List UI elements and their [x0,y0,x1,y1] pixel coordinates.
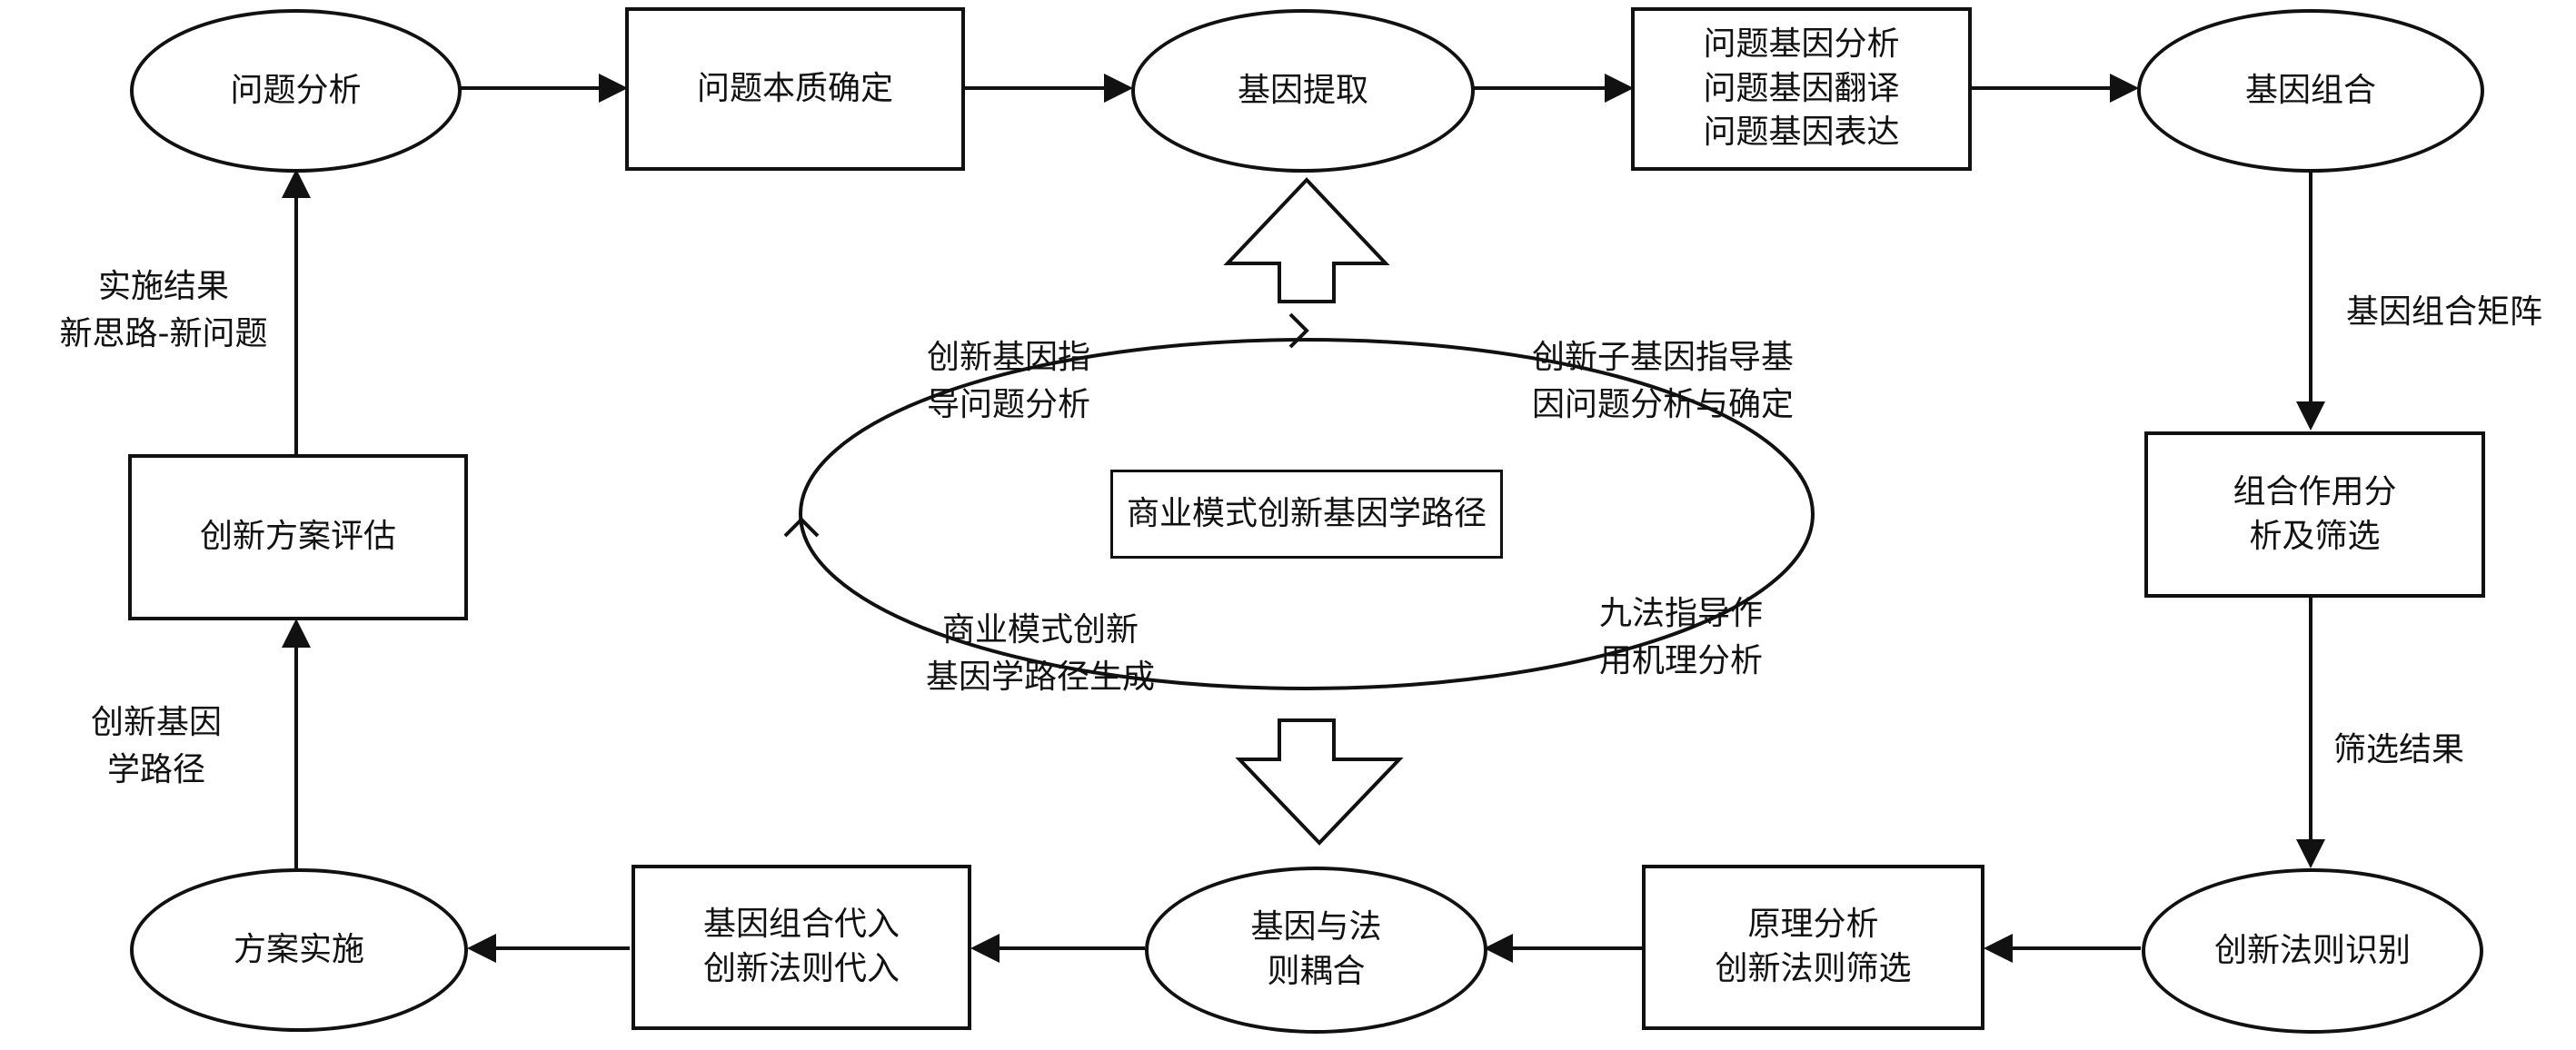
node-combination-screening-label: 组合作用分 析及筛选 [2233,472,2397,555]
hollow-up-arrow [1223,177,1390,303]
cycle-center-box: 商业模式创新基因学路径 [1110,470,1503,559]
node-gene-rule-coupling-label: 基因与法 则耦合 [1250,908,1382,990]
cycle-ellipse [799,338,1815,690]
node-gene-extraction-label: 基因提取 [1237,71,1368,109]
node-combination-screening: 组合作用分 析及筛选 [2144,431,2485,598]
node-problem-analysis-label: 问题分析 [230,71,362,109]
edge-label-gene-path: 创新基因 学路径 [90,704,222,789]
edge-label-screening-result: 筛选结果 [2332,731,2464,768]
cycle-label-bottom-right: 九法指导作 用机理分析 [1598,595,1763,680]
node-implementation-label: 方案实施 [233,930,364,968]
edge-label-result-feedback: 实施结果 新思路-新问题 [59,268,268,353]
node-substitution-label: 基因组合代入 创新法则代入 [702,906,900,987]
node-evaluation-label: 创新方案评估 [199,518,396,556]
node-rule-identification-label: 创新法则识别 [2213,931,2411,969]
node-principle-screening-label: 原理分析 创新法则筛选 [1715,906,1912,987]
node-substitution: 基因组合代入 创新法则代入 [632,865,971,1030]
cycle-arrowhead-top [1288,312,1309,349]
node-gene-analysis: 问题基因分析 问题基因翻译 问题基因表达 [1631,7,1972,171]
edge-label-matrix: 基因组合矩阵 [2345,293,2542,331]
cycle-label-top-left: 创新基因指 导问题分析 [926,339,1090,424]
node-problem-essence-label: 问题本质确定 [696,69,893,107]
node-problem-analysis: 问题分析 [130,9,462,173]
node-gene-extraction: 基因提取 [1131,9,1475,173]
node-principle-screening: 原理分析 创新法则筛选 [1642,865,1984,1030]
node-gene-combination: 基因组合 [2137,9,2484,173]
node-evaluation: 创新方案评估 [128,454,468,620]
cycle-center-label: 商业模式创新基因学路径 [1126,494,1487,532]
node-rule-identification: 创新法则识别 [2142,868,2483,1034]
cycle-label-top-right: 创新子基因指导基 因问题分析与确定 [1531,339,1794,424]
node-gene-combination-label: 基因组合 [2244,71,2376,109]
cycle-label-bottom-left: 商业模式创新 基因学路径生成 [925,611,1155,697]
node-problem-essence: 问题本质确定 [625,7,965,171]
node-gene-rule-coupling: 基因与法 则耦合 [1145,867,1487,1034]
hollow-down-arrow [1235,718,1404,846]
node-gene-analysis-label: 问题基因分析 问题基因翻译 问题基因表达 [1703,25,1900,152]
cycle-arrowhead-left [783,517,820,538]
node-implementation: 方案实施 [130,868,468,1032]
